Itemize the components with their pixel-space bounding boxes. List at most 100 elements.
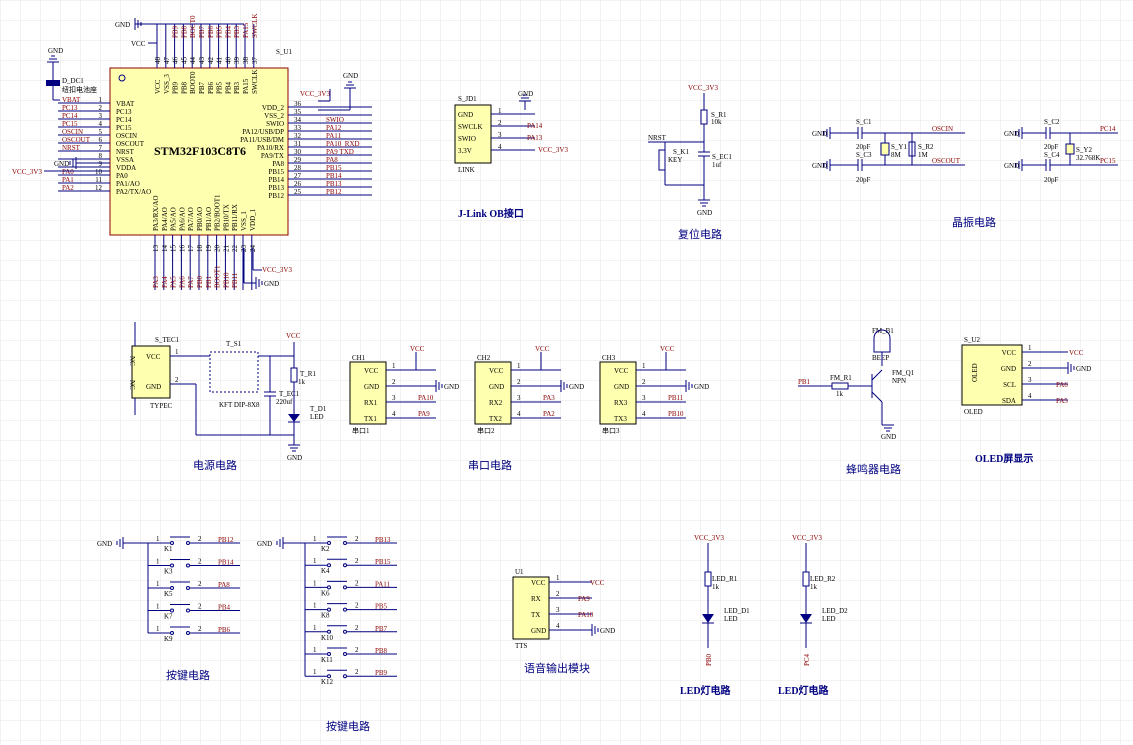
key-pin-num: 2 (198, 558, 202, 566)
mcu-pin-pc14: PC14 (116, 116, 132, 124)
tec-nc-2: NC (128, 380, 136, 390)
key-net: PA11 (375, 580, 391, 588)
mcu-pin-vdda: VDDA (116, 164, 136, 172)
mcu-pin-pb9: PB9 (172, 81, 180, 94)
uart-gnd: GND (569, 383, 584, 391)
xtal-y2 (1065, 143, 1075, 155)
mcu-pin-vss_3: VSS_3 (163, 74, 171, 94)
mcu-pin-swio: SWIO (266, 120, 284, 128)
mcu-pin-num: 19 (205, 245, 213, 253)
mcu-pin-num: 15 (170, 245, 178, 253)
uart-net-rx: PA10 (418, 394, 434, 402)
mcu-pin-num: 12 (95, 184, 103, 192)
mcu-net-label: PB3 (233, 25, 241, 38)
tts-gnd: GND (600, 627, 615, 635)
mcu-pin-num: 33 (294, 124, 302, 132)
key-designator: K10 (321, 634, 334, 642)
mcu-pin-num: 5 (99, 128, 103, 136)
xtal-c2: S_C2 (1044, 118, 1060, 126)
key-designator: K4 (321, 567, 330, 575)
jlink-connector[interactable] (454, 104, 492, 164)
oled-pin-scl: SCL (1003, 381, 1016, 389)
power-switch[interactable] (209, 351, 259, 393)
led-vcc: VCC_3V3 (694, 534, 724, 542)
key-pin-num: 2 (198, 603, 202, 611)
buzzer-block: FM_B1 BEEP PB1 FM_R1 1k FM_Q1 NPN GND 蜂鸣… (798, 327, 915, 476)
mcu-pin-pa11usbdm: PA11/USB/DM (240, 136, 285, 144)
key-designator: K8 (321, 612, 330, 620)
key-pin-num: 2 (355, 668, 359, 676)
key-net: PB4 (218, 604, 231, 612)
xtal-r2 (908, 141, 916, 157)
buzzer-body (873, 329, 891, 353)
xtal-y2-val: 32.768K (1076, 154, 1100, 162)
oled-module[interactable] (961, 344, 1023, 406)
tts-net: PA9 (578, 595, 590, 603)
mcu-net-label: PC15 (62, 120, 78, 128)
xtal-r2-val: 1M (918, 151, 929, 159)
mcu-body[interactable] (109, 67, 289, 236)
xtal-c3-val: 20pF (856, 176, 871, 184)
gnd-label-vss1: GND (264, 280, 279, 288)
uart-net-tx: PA9 (418, 410, 430, 418)
key-pin-num: 1 (313, 646, 317, 654)
uart-foot: 串口1 (352, 427, 370, 435)
reset-gnd: GND (697, 209, 712, 217)
mcu-pin-num: 20 (214, 245, 222, 253)
mcu-pin-pb3: PB3 (233, 81, 241, 94)
key-pin-num: 2 (198, 580, 202, 588)
tec-nc-1: NC (128, 356, 136, 366)
tec-designator: S_TEC1 (155, 336, 180, 344)
mcu-pin-oscin: OSCIN (116, 132, 137, 140)
uart-connector[interactable] (349, 361, 387, 425)
uart-connector[interactable] (599, 361, 637, 425)
mcu-pin-pa8: PA8 (272, 160, 284, 168)
oled-net: PA6 (1056, 381, 1068, 389)
mcu-pin-num: 41 (216, 57, 224, 65)
mcu-pin-vdd_1: VDD_1 (249, 208, 257, 231)
buzzer-gnd: GND (881, 433, 896, 441)
uart-foot: 串口2 (477, 427, 495, 435)
xtal-gnd-2: GND (812, 162, 827, 170)
oled-gnd: GND (1076, 365, 1091, 373)
gnd-label-vssa: GND (54, 160, 69, 168)
pwr-d1-des: T_D1 (310, 405, 327, 413)
jlink-pin-num: 1 (498, 107, 502, 115)
uart-pin-num: 4 (392, 410, 396, 418)
uart-vcc: VCC (410, 345, 425, 353)
uart-pin-num: 3 (392, 394, 396, 402)
mcu-pin-num: 45 (180, 57, 188, 65)
mcu-pin-pa3rxao: PA3/RX/AO (152, 195, 160, 231)
key-net: PB12 (218, 536, 234, 544)
reset-key[interactable] (658, 149, 666, 171)
key-pin-num: 1 (313, 668, 317, 676)
battery-designator: D_DC1 (62, 77, 84, 85)
uart-pin-gnd: GND (489, 383, 504, 391)
mcu-net-label: BOOT1 (214, 265, 222, 288)
pwr-r1-val: 1k (298, 378, 306, 386)
tts-module[interactable] (512, 576, 550, 640)
uart-connector[interactable] (474, 361, 512, 425)
mcu-pin-pa2txao: PA2/TX/AO (116, 188, 151, 196)
mcu-pin-pa5ao: PA5/AO (170, 207, 178, 231)
jlink-pin-num: 3 (498, 131, 502, 139)
led-r-val: 1k (810, 583, 818, 591)
sw-designator: T_S1 (226, 340, 242, 348)
pwr-led-d1 (288, 414, 300, 422)
led-d-des: LED_D2 (822, 607, 848, 615)
mcu-net-label: PA12 (326, 124, 342, 132)
buzzer-net: PB1 (798, 378, 811, 386)
mcu-net-label: NRST (62, 144, 81, 152)
typec-connector[interactable] (131, 345, 171, 399)
tts-des: U1 (515, 568, 524, 576)
svg-text:1: 1 (175, 348, 179, 356)
key-designator: K11 (321, 656, 333, 664)
mcu-net-label: PB5 (216, 25, 224, 38)
crystal-title: 晶振电路 (952, 215, 996, 229)
mcu-net-label: PB12 (326, 188, 342, 196)
uart-ch-label: CH3 (602, 354, 616, 362)
mcu-pin-boot0: BOOT0 (189, 71, 197, 94)
mcu-pin-pb0ao: PB0/AO (196, 207, 204, 231)
tts-pin-num: 1 (556, 574, 560, 582)
